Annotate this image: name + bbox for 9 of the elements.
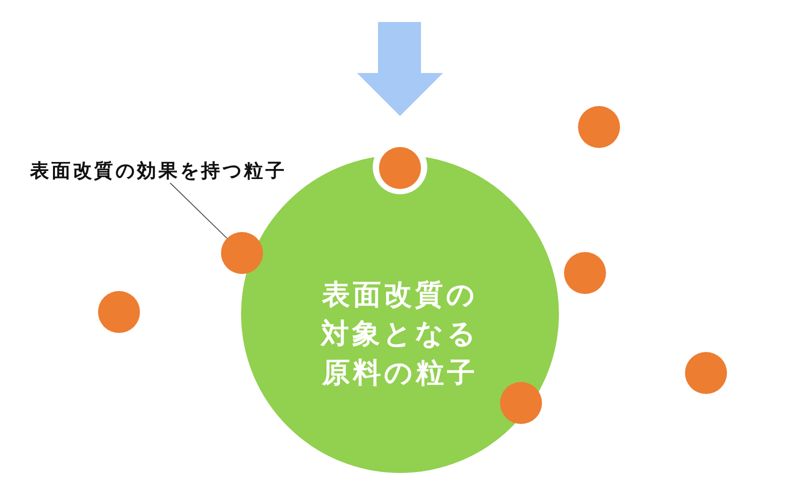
leader-line [170,182,228,239]
callout-label: 表面改質の効果を持つ粒子 [30,160,287,183]
small-particle-circle [98,291,140,333]
small-particle-circle [685,352,727,394]
small-particle-circle [564,252,606,294]
small-particle-circle [221,232,263,274]
particle-label: 表面改質の対象となる原料の粒子 [320,276,480,390]
small-particle-circle [379,147,421,189]
small-particle-circle [578,106,620,148]
